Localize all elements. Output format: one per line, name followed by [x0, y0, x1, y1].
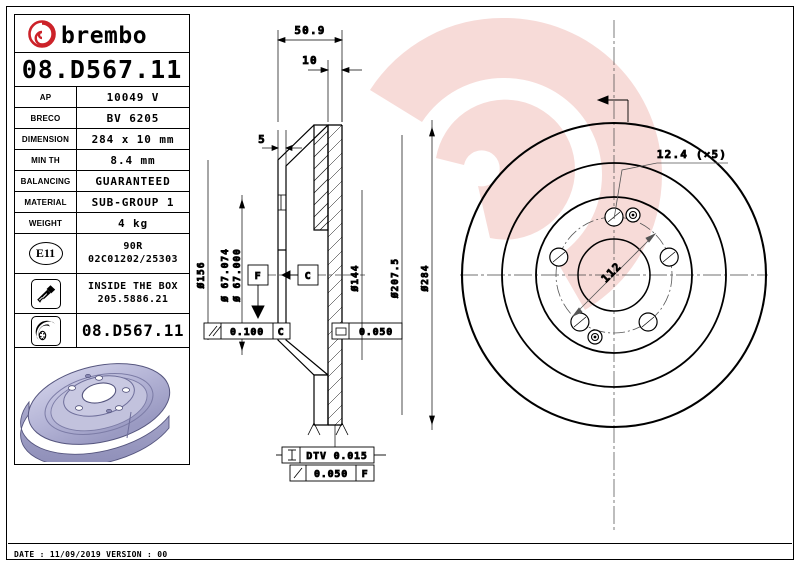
spec-label-material: MATERIAL [15, 192, 77, 212]
dim-label-outer-diameter: Ø284 [420, 265, 431, 293]
datum-c-label: C [305, 271, 312, 282]
spec-row-breco: BRECO BV 6205 [15, 108, 189, 129]
screw-icon [30, 278, 61, 309]
spec-row-min-th: MIN TH 8.4 mm [15, 150, 189, 171]
dim-label-overall-height: 50.9 [294, 24, 325, 37]
technical-drawing: 50.9 10 [190, 10, 790, 545]
runout-datum: F [362, 469, 369, 480]
parallelism-value: 0.100 [230, 327, 264, 338]
brake-disc-render [20, 363, 171, 462]
spec-panel: brembo 08.D567.11 AP 10049 V BRECO BV 62… [14, 14, 190, 465]
homologation-line1: 90R [123, 241, 143, 252]
homologation-text: 90R 02C01202/25303 [77, 234, 189, 273]
section-hat-step [278, 194, 286, 211]
parallelism-frame [203, 322, 291, 340]
screw-icon-svg [36, 284, 55, 303]
datum-c [280, 264, 319, 286]
brembo-logo-svg: brembo [28, 19, 147, 49]
brembo-logo: brembo [15, 15, 189, 53]
brake-disc-icon-svg [35, 320, 55, 340]
drawing-svg: 50.9 10 [196, 20, 768, 530]
spec-value-min-th: 8.4 mm [110, 153, 156, 167]
homologation-line2: 02C01202/25303 [88, 253, 178, 265]
accessory-icon-cell [15, 274, 77, 313]
section-hatch-top [313, 130, 329, 231]
section-hat-lower [277, 250, 329, 426]
bolt-hole-label: 12.4 (×5) [657, 148, 727, 161]
product-photo [15, 348, 189, 464]
svg-text:brembo: brembo [61, 23, 147, 49]
e11-badge: E11 [28, 242, 63, 265]
spec-row-dimension: DIMENSION 284 x 10 mm [15, 129, 189, 150]
flatness-value: 0.050 [359, 327, 393, 338]
brake-disc-icon [30, 315, 61, 346]
spec-label-min-th: MIN TH [15, 150, 77, 170]
dim-hat-offset [262, 130, 302, 168]
spec-label-dimension: DIMENSION [15, 129, 77, 149]
spec-row-balancing: BALANCING GUARANTEED [15, 171, 189, 192]
dtv-value: DTV 0.015 [306, 451, 367, 462]
pcd-label: 112 [599, 260, 625, 286]
dim-thickness [308, 60, 362, 122]
dim-label-inner-friction-diameter: Ø144 [350, 265, 361, 293]
disc-reference-row: 08.D567.11 [15, 314, 189, 348]
e11-badge-cell: E11 [15, 234, 77, 273]
accessory-row: INSIDE THE BOX 205.5886.21 [15, 274, 189, 314]
datum-f-label: F [255, 271, 262, 282]
dim-overall-height [276, 30, 344, 122]
footer-divider [8, 543, 792, 544]
accessory-line2: 205.5886.21 [97, 293, 169, 305]
accessory-text: INSIDE THE BOX 205.5886.21 [77, 274, 189, 313]
runout-value: 0.050 [314, 469, 348, 480]
runout-frame [289, 464, 375, 482]
datum-f [247, 264, 269, 320]
spec-label-weight: WEIGHT [15, 213, 77, 233]
disc-icon-cell [15, 314, 77, 347]
spec-value-dimension: 284 x 10 mm [91, 132, 175, 146]
spec-value-material: SUB-GROUP 1 [91, 195, 175, 209]
spec-value-ap: 10049 V [106, 90, 160, 104]
dim-label-centre-bore-lower: Ø 67.000 [232, 248, 243, 303]
parallelism-datum: C [278, 327, 285, 338]
dim-label-thickness: 10 [302, 54, 318, 67]
spec-value-balancing: GUARANTEED [95, 174, 171, 188]
spec-value-weight: 4 kg [117, 216, 149, 230]
part-number-heading: 08.D567.11 [15, 53, 189, 87]
spec-row-ap: AP 10049 V [15, 87, 189, 108]
surface-finish-marks [307, 422, 349, 436]
spec-row-material: MATERIAL SUB-GROUP 1 [15, 192, 189, 213]
dim-outer-diameter [429, 120, 435, 430]
spec-label-ap: AP [15, 87, 77, 107]
section-profile [313, 124, 329, 231]
dim-label-friction-band-diameter: Ø207.5 [390, 258, 401, 299]
spec-label-balancing: BALANCING [15, 171, 77, 191]
dim-label-hat-outer-diameter: Ø156 [196, 262, 207, 290]
dtv-frame [276, 446, 386, 464]
dim-label-centre-bore-upper: Ø 67.074 [220, 248, 231, 303]
accessory-line1: INSIDE THE BOX [88, 281, 178, 292]
footer-text: DATE : 11/09/2019 VERSION : 00 [14, 550, 168, 559]
dim-label-hat-offset: 5 [258, 133, 266, 146]
face-view: 12.4 (×5) 112 [460, 20, 768, 530]
homologation-row: E11 90R 02C01202/25303 [15, 234, 189, 274]
spec-row-weight: WEIGHT 4 kg [15, 213, 189, 234]
spec-value-breco: BV 6205 [106, 111, 160, 125]
view-direction-arrow [596, 95, 629, 122]
disc-part-number: 08.D567.11 [81, 321, 185, 340]
spec-label-breco: BRECO [15, 108, 77, 128]
